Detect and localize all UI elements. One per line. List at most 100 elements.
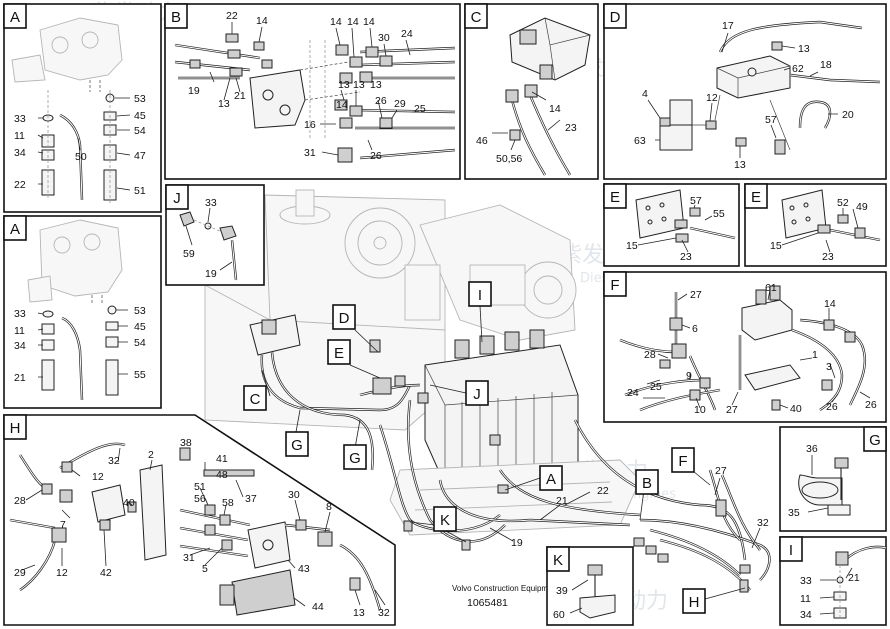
detail-letter: A	[546, 471, 556, 488]
main-callout-E: E	[327, 339, 351, 365]
part-number: 52	[837, 197, 849, 209]
part-number: 21	[848, 572, 860, 584]
part-number: 14	[824, 298, 836, 310]
part-number: 37	[245, 493, 257, 505]
part-number: 40	[123, 497, 135, 509]
part-number: 16	[304, 119, 316, 131]
part-number: 56	[194, 493, 206, 505]
part-number: 45	[134, 321, 146, 333]
part-number: 25	[414, 103, 426, 115]
detail-letter: E	[751, 189, 761, 206]
main-callout-A: A	[539, 465, 563, 491]
part-number: 20	[842, 109, 854, 121]
drawing-number: 1065481	[467, 597, 508, 609]
part-number: 53	[134, 305, 146, 317]
part-number: 47	[134, 150, 146, 162]
detail-letter: I	[478, 287, 482, 304]
part-number: 21	[14, 372, 26, 384]
detail-letter: E	[334, 345, 344, 362]
part-number: 23	[680, 251, 692, 263]
part-number: 28	[644, 349, 656, 361]
part-number: 34	[14, 147, 26, 159]
main-callout-H: H	[682, 588, 706, 614]
part-number: 11	[14, 325, 25, 337]
part-number: 15	[770, 240, 782, 252]
panel-E-right: E 52 49 15 23	[744, 183, 887, 267]
part-number: 58	[222, 497, 234, 509]
part-number: 22	[14, 179, 26, 191]
part-number: 8	[326, 501, 332, 513]
part-number: 55	[134, 369, 146, 381]
part-number: 54	[134, 337, 146, 349]
part-number: 33	[14, 308, 26, 320]
part-number: 13	[370, 79, 382, 91]
detail-letter: K	[440, 512, 450, 529]
part-number: 19	[205, 268, 217, 280]
part-number: 22	[597, 485, 609, 497]
part-number: 13	[353, 79, 365, 91]
catalog-caption: Volvo Construction Equipment	[452, 584, 560, 593]
main-callout-F: F	[671, 447, 695, 473]
part-number: 17	[722, 20, 734, 32]
part-number: 29	[14, 567, 26, 579]
panel-F: F 27 61 6 14 28 1 3 9 25 24 10 27 40	[603, 271, 887, 423]
part-number: 24	[627, 387, 639, 399]
part-number: 27	[726, 404, 738, 416]
part-number: 57	[765, 114, 777, 126]
part-number: 30	[288, 489, 300, 501]
part-number: 59	[183, 248, 195, 260]
part-number: 27	[715, 465, 727, 477]
part-number: 51	[194, 481, 206, 493]
part-number: 14	[330, 16, 342, 28]
part-number: 13	[218, 98, 230, 110]
panel-E-left: E 57 55 15 23	[603, 183, 740, 267]
part-number: 18	[820, 59, 832, 71]
main-callout-C: C	[243, 385, 267, 411]
part-number: 14	[363, 16, 375, 28]
part-number: 32	[757, 517, 769, 529]
detail-letter: H	[689, 594, 700, 611]
part-number: 60	[553, 609, 565, 621]
part-number: 22	[226, 10, 238, 22]
part-number: 5	[202, 563, 208, 575]
part-number: 14	[549, 103, 561, 115]
detail-letter: D	[339, 310, 350, 327]
part-number: 13	[353, 607, 365, 619]
detail-letter: F	[678, 453, 687, 470]
main-callout-G-2: G	[343, 444, 367, 470]
part-number: 55	[713, 208, 725, 220]
main-callout-B: B	[635, 469, 659, 495]
part-number: 57	[690, 195, 702, 207]
main-callout-D: D	[332, 304, 356, 330]
part-number: 53	[134, 93, 146, 105]
part-number: 21	[234, 90, 246, 102]
part-number: 35	[788, 507, 800, 519]
panel-J: J 33 59 19	[165, 184, 265, 286]
part-number: 12	[56, 567, 68, 579]
part-number: 43	[298, 563, 310, 575]
main-callout-G: G	[285, 431, 309, 457]
part-number: 49	[856, 201, 868, 213]
main-callout-J: J	[465, 380, 489, 406]
part-number: 45	[134, 110, 146, 122]
part-number: 11	[14, 130, 25, 142]
panel-I: I 21 33 11 34	[779, 536, 887, 626]
detail-letter: A	[10, 221, 20, 238]
part-number: 33	[205, 197, 217, 209]
part-number: 36	[806, 443, 818, 455]
part-number: 25	[650, 381, 662, 393]
part-number: 34	[800, 609, 812, 621]
detail-letter: C	[250, 391, 261, 408]
part-number: 3	[826, 361, 832, 373]
part-number: 31	[183, 552, 195, 564]
part-number: 9	[686, 370, 692, 382]
part-number: 23	[565, 122, 577, 134]
part-number: 12	[92, 471, 104, 483]
part-number: 27	[690, 289, 702, 301]
panel-B: B 22 14 14 14 14 30	[164, 3, 461, 180]
part-number: 19	[511, 537, 523, 549]
part-number: 33	[800, 575, 812, 587]
part-number: 63	[634, 135, 646, 147]
part-number: 13	[338, 79, 350, 91]
part-number: 28	[14, 495, 26, 507]
